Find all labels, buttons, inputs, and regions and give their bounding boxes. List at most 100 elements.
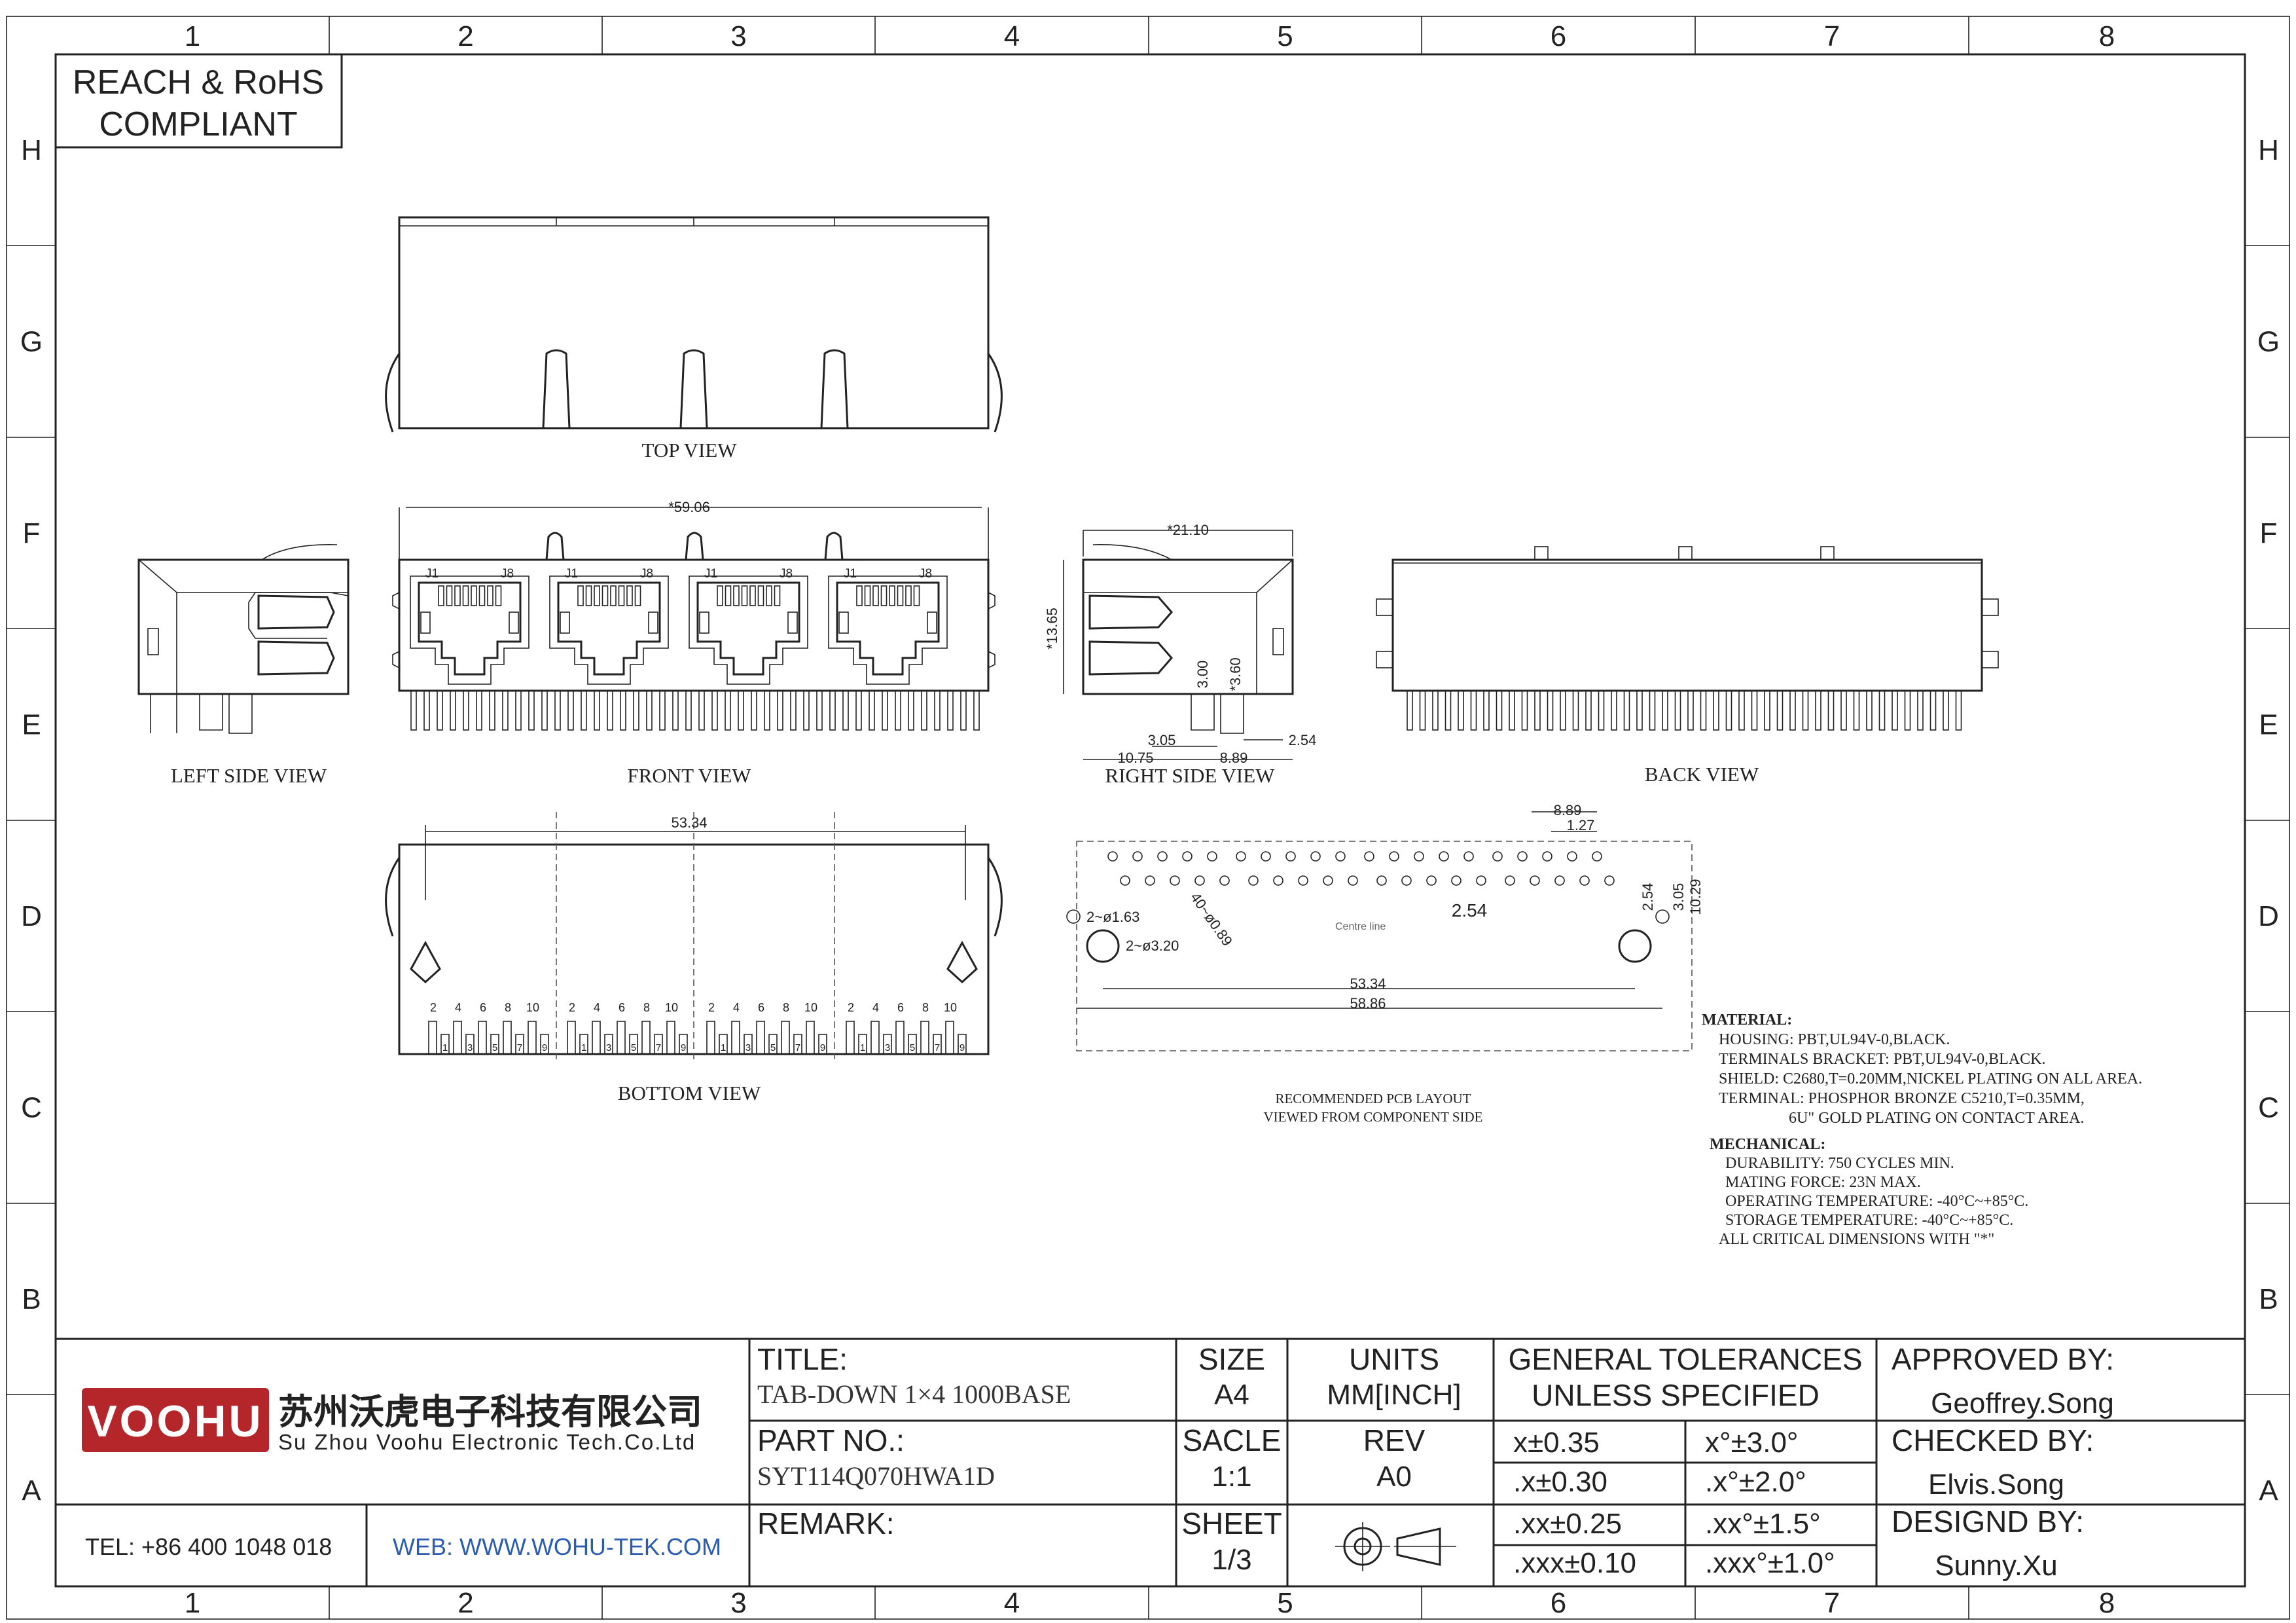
port-led (420, 611, 431, 634)
pin (1929, 690, 1937, 731)
pcb-layout-line2: VIEWED FROM COMPONENT SIDE (1263, 1109, 1482, 1125)
pin (620, 690, 626, 731)
port-led (509, 611, 519, 634)
pin-number-even: 4 (872, 1001, 879, 1014)
bottom-pin (617, 1021, 626, 1054)
pin (476, 690, 482, 731)
bottom-pin (744, 1034, 753, 1054)
compliance-line2: COMPLIANT (99, 105, 297, 143)
pin (1496, 690, 1503, 731)
pin (869, 690, 875, 731)
port-contact (913, 585, 920, 606)
port-contact (471, 585, 477, 606)
pin (777, 690, 783, 731)
bottom-pin (604, 1034, 613, 1054)
pcb-pad (1145, 875, 1155, 886)
pcb-pad (1236, 851, 1246, 862)
dim-3-05: 3.05 (1148, 732, 1176, 748)
zone-column-bottom: 1 (185, 1587, 200, 1619)
pin (855, 690, 862, 731)
zone-column-bottom: 3 (730, 1587, 746, 1619)
pin (410, 690, 417, 731)
zone-column-top: 8 (2099, 20, 2115, 52)
port-contact (618, 585, 625, 606)
port-contact (774, 585, 781, 606)
pin (646, 690, 653, 731)
pin (1598, 690, 1605, 731)
pcb-pad (1439, 851, 1449, 862)
pin-number-even: 8 (783, 1001, 789, 1014)
bottom-pin (858, 1034, 867, 1054)
dim-hole-0-89: 40~ø0.89 (1187, 890, 1236, 949)
port-label-j8: J8 (780, 567, 793, 581)
pin (594, 690, 600, 731)
dim-pcb-8-89: 8.89 (1554, 802, 1582, 818)
pcb-pad (1261, 851, 1271, 862)
bottom-pin (503, 1021, 512, 1054)
right-side-view-label: RIGHT SIDE VIEW (1105, 764, 1276, 787)
projection-symbol-icon (1335, 1522, 1456, 1571)
port-contact (897, 585, 904, 606)
pcb-pad (1298, 875, 1308, 886)
pcb-pad (1335, 851, 1346, 862)
dim-overall-width: *59.06 (668, 499, 710, 515)
pin (515, 690, 522, 731)
dim-side-depth: *21.10 (1167, 522, 1209, 538)
pcb-pad (1389, 851, 1399, 862)
mechanical-line-5: ALL CRITICAL DIMENSIONS WITH "*" (1719, 1231, 1994, 1248)
pin (1458, 690, 1464, 731)
pin (423, 690, 430, 731)
pin (1560, 690, 1566, 731)
bottom-pin (465, 1034, 475, 1054)
pin (1572, 690, 1579, 731)
pin-number-even: 2 (848, 1001, 854, 1014)
pin-number-odd: 1 (860, 1042, 865, 1053)
bottom-pin (666, 1021, 675, 1054)
approved-label: APPROVED BY: (1892, 1342, 2114, 1376)
mechanical-line-4: STORAGE TEMPERATURE: -40°C~+85°C. (1725, 1212, 2013, 1229)
pcb-pad (1414, 851, 1424, 862)
bottom-pin (908, 1034, 917, 1054)
left-side-view (137, 544, 350, 734)
material-line-2: TERMINALS BRACKET: PBT,UL94V-0,BLACK. (1719, 1051, 2046, 1068)
tolerance-angular-1: .x°±2.0° (1705, 1466, 1806, 1498)
company-tel: TEL: +86 400 1048 018 (85, 1533, 332, 1560)
pcb-pad (1476, 875, 1486, 886)
centre-line-label: Centre line (1335, 921, 1386, 932)
pin (502, 690, 509, 731)
zone-column-bottom: 5 (1277, 1587, 1293, 1619)
zone-column-bottom: 8 (2099, 1587, 2115, 1619)
pcb-pad (1107, 851, 1118, 862)
port-contact (749, 585, 756, 606)
bottom-pin (895, 1021, 905, 1054)
port-opening (557, 581, 661, 676)
zone-row-right: C (2258, 1092, 2279, 1124)
company-name-cn: 苏州沃虎电子科技有限公司 (278, 1391, 702, 1432)
pin (633, 690, 639, 731)
pin (725, 690, 731, 731)
pin (1547, 690, 1554, 731)
zone-row-right: D (2258, 900, 2279, 932)
pcb-pad (1364, 851, 1374, 862)
compliance-line1: REACH & RoHS (73, 64, 324, 101)
zone-row-left: E (22, 709, 41, 741)
pin (1840, 690, 1847, 731)
part-no-value: SYT114Q070HWA1D (757, 1461, 995, 1491)
rev-label: REV (1363, 1423, 1426, 1457)
zone-column-top: 3 (730, 20, 746, 52)
pin (934, 690, 941, 731)
port-contact (594, 585, 600, 606)
port-contact (725, 585, 732, 606)
port-led (787, 611, 798, 634)
pin (1802, 690, 1809, 731)
bottom-pin (515, 1034, 524, 1054)
checked-label: CHECKED BY: (1892, 1423, 2094, 1457)
zone-column-bottom: 7 (1824, 1587, 1840, 1619)
pcb-pad (1463, 851, 1474, 862)
zone-row-left: H (21, 134, 42, 166)
pin-number-odd: 7 (935, 1042, 940, 1053)
bottom-pin (806, 1021, 815, 1054)
